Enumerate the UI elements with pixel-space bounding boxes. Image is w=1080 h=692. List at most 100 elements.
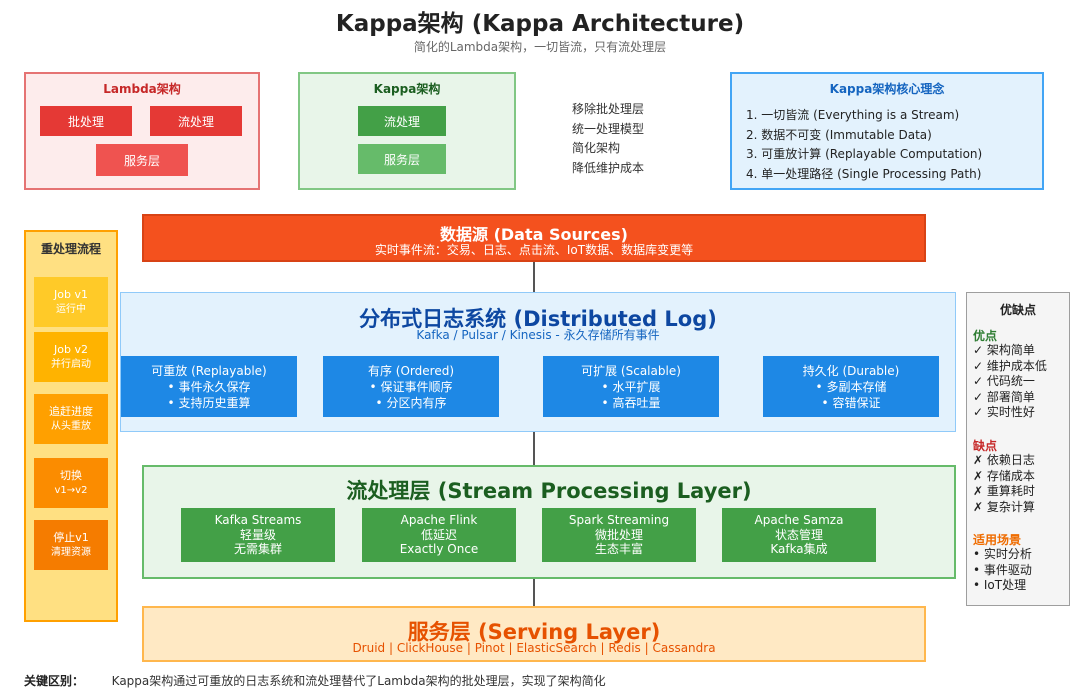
use-cases-heading: 适用场景	[973, 533, 1022, 547]
engine-trait: 微批处理	[594, 527, 643, 542]
log-feature-card: 可重放 (Replayable) • 事件永久保存 • 支持历史重算	[121, 356, 297, 417]
serving-layer-title: 服务层 (Serving Layer)	[407, 620, 661, 644]
use-case-item: • 事件驱动	[973, 562, 1032, 577]
con-item: ✗ 存储成本	[973, 468, 1035, 483]
feature-point: • 支持历史重算	[167, 395, 251, 410]
stream-engine-card: Apache Flink 低延迟 Exactly Once	[362, 508, 516, 562]
step-sublabel: 清理资源	[51, 547, 91, 558]
con-item: ✗ 重算耗时	[973, 484, 1035, 498]
kappa-serving-block: 服务层	[358, 144, 446, 174]
page-subtitle: 简化的Lambda架构，一切皆流，只有流处理层	[413, 40, 667, 54]
engine-name: Kafka Streams	[214, 513, 302, 528]
reprocess-step: Job v2 并行启动	[34, 332, 108, 382]
step-label: Job v2	[54, 343, 88, 356]
feature-title: 可扩展 (Scalable)	[581, 363, 681, 378]
reprocess-title: 重处理流程	[40, 242, 101, 256]
lambda-architecture-box: Lambda架构 批处理 流处理 服务层	[24, 72, 260, 190]
feature-point: • 分区内有序	[375, 395, 447, 410]
concept-item: 3. 可重放计算 (Replayable Computation)	[746, 147, 983, 161]
con-item: ✗ 依赖日志	[973, 453, 1035, 467]
lambda-stream-block: 流处理	[150, 106, 242, 136]
change-item: 统一处理模型	[572, 121, 645, 136]
pro-item: ✓ 代码统一	[973, 374, 1035, 388]
pro-item: ✓ 部署简单	[973, 389, 1035, 404]
concept-item: 2. 数据不可变 (Immutable Data)	[746, 127, 932, 142]
reprocess-step: 切换 v1→v2	[34, 458, 108, 508]
step-sublabel: 从头重放	[51, 421, 91, 432]
kappa-architecture-box: Kappa架构 流处理 服务层	[298, 72, 516, 190]
distributed-log-title: 分布式日志系统 (Distributed Log)	[359, 307, 717, 331]
engine-trait: Kafka集成	[770, 542, 828, 557]
stream-processing-layer: 流处理层 (Stream Processing Layer) Kafka Str…	[142, 465, 956, 579]
distributed-log-subtitle: Kafka / Pulsar / Kinesis - 永久存储所有事件	[416, 328, 660, 342]
engine-trait: 状态管理	[774, 527, 823, 542]
step-label: 追赶进度	[49, 405, 93, 418]
feature-point: • 保证事件顺序	[369, 379, 453, 394]
feature-point: • 事件永久保存	[167, 379, 251, 394]
log-feature-card: 持久化 (Durable) • 多副本存储 • 容错保证	[763, 356, 939, 417]
change-item: 移除批处理层	[572, 102, 645, 116]
pros-list: ✓ 架构简单 ✓ 维护成本低 ✓ 代码统一 ✓ 部署简单 ✓ 实时性好	[973, 343, 1047, 421]
data-sources-subtitle: 实时事件流：交易、日志、点击流、IoT数据、数据库变更等	[374, 243, 694, 257]
kappa-stream-block: 流处理	[358, 106, 446, 136]
feature-title: 持久化 (Durable)	[802, 363, 900, 378]
core-concepts-box: Kappa架构核心理念 1. 一切皆流 (Everything is a Str…	[730, 72, 1044, 190]
core-concepts-list: 1. 一切皆流 (Everything is a Stream) 2. 数据不可…	[746, 106, 982, 184]
stream-layer-title: 流处理层 (Stream Processing Layer)	[346, 479, 752, 503]
con-item: ✗ 复杂计算	[973, 499, 1035, 514]
engine-name: Apache Samza	[754, 513, 844, 528]
change-item: 降低维护成本	[572, 160, 645, 175]
engine-trait: Exactly Once	[399, 542, 479, 557]
step-label: Job v1	[54, 288, 88, 301]
concept-item: 4. 单一处理路径 (Single Processing Path)	[746, 166, 982, 181]
pro-item: ✓ 维护成本低	[973, 358, 1047, 373]
feature-point: • 高吞吐量	[601, 395, 661, 410]
footer-note: 关键区别： Kappa架构通过可重放的日志系统和流处理替代了Lambda架构的批…	[24, 672, 606, 689]
pro-item: ✓ 实时性好	[973, 405, 1035, 419]
flow-connector	[533, 432, 535, 465]
feature-title: 有序 (Ordered)	[367, 363, 455, 378]
lambda-serving-block: 服务层	[96, 144, 188, 176]
feature-point: • 多副本存储	[815, 379, 887, 394]
data-sources-title: 数据源 (Data Sources)	[440, 225, 628, 244]
use-cases-list: • 实时分析 • 事件驱动 • IoT处理	[973, 547, 1032, 594]
feature-title: 可重放 (Replayable)	[151, 363, 267, 378]
concept-item: 1. 一切皆流 (Everything is a Stream)	[746, 108, 960, 122]
engine-name: Apache Flink	[400, 513, 478, 528]
step-label: 切换	[60, 469, 82, 482]
serving-layer-block: 服务层 (Serving Layer) Druid | ClickHouse |…	[142, 606, 926, 662]
cons-list: ✗ 依赖日志 ✗ 存储成本 ✗ 重算耗时 ✗ 复杂计算	[973, 453, 1035, 515]
flow-connector	[533, 579, 535, 606]
step-sublabel: 运行中	[56, 304, 86, 315]
pros-cons-title: 优缺点	[999, 303, 1036, 317]
page-title: Kappa架构 (Kappa Architecture)	[335, 11, 745, 37]
use-case-item: • 实时分析	[973, 547, 1032, 561]
reprocess-step: 追赶进度 从头重放	[34, 394, 108, 444]
step-label: 停止v1	[53, 531, 89, 544]
feature-point: • 水平扩展	[601, 379, 661, 394]
engine-trait: 生态丰富	[594, 542, 643, 557]
kappa-title: Kappa架构	[373, 82, 441, 96]
engine-trait: 轻量级	[239, 527, 276, 542]
lambda-title: Lambda架构	[103, 82, 181, 96]
reprocess-step: Job v1 运行中	[34, 277, 108, 327]
distributed-log-block: 分布式日志系统 (Distributed Log) Kafka / Pulsar…	[120, 292, 956, 432]
data-sources-block: 数据源 (Data Sources) 实时事件流：交易、日志、点击流、IoT数据…	[142, 214, 926, 262]
log-feature-card: 有序 (Ordered) • 保证事件顺序 • 分区内有序	[323, 356, 499, 417]
core-concepts-title: Kappa架构核心理念	[829, 82, 945, 96]
engine-trait: 低延迟	[420, 527, 457, 542]
change-item: 简化架构	[572, 141, 621, 155]
footer-label: 关键区别：	[24, 674, 85, 688]
stream-engine-card: Spark Streaming 微批处理 生态丰富	[542, 508, 696, 562]
cons-heading: 缺点	[973, 439, 998, 453]
serving-layer-subtitle: Druid | ClickHouse | Pinot | ElasticSear…	[352, 641, 716, 655]
stream-engine-card: Kafka Streams 轻量级 无需集群	[181, 508, 335, 562]
stream-engine-card: Apache Samza 状态管理 Kafka集成	[722, 508, 876, 562]
changes-list: 移除批处理层 统一处理模型 简化架构 降低维护成本	[572, 100, 644, 178]
reprocess-step: 停止v1 清理资源	[34, 520, 108, 570]
step-sublabel: 并行启动	[51, 359, 91, 370]
engine-name: Spark Streaming	[568, 513, 670, 528]
lambda-batch-block: 批处理	[40, 106, 132, 136]
engine-trait: 无需集群	[233, 542, 282, 557]
step-sublabel: v1→v2	[54, 485, 88, 496]
